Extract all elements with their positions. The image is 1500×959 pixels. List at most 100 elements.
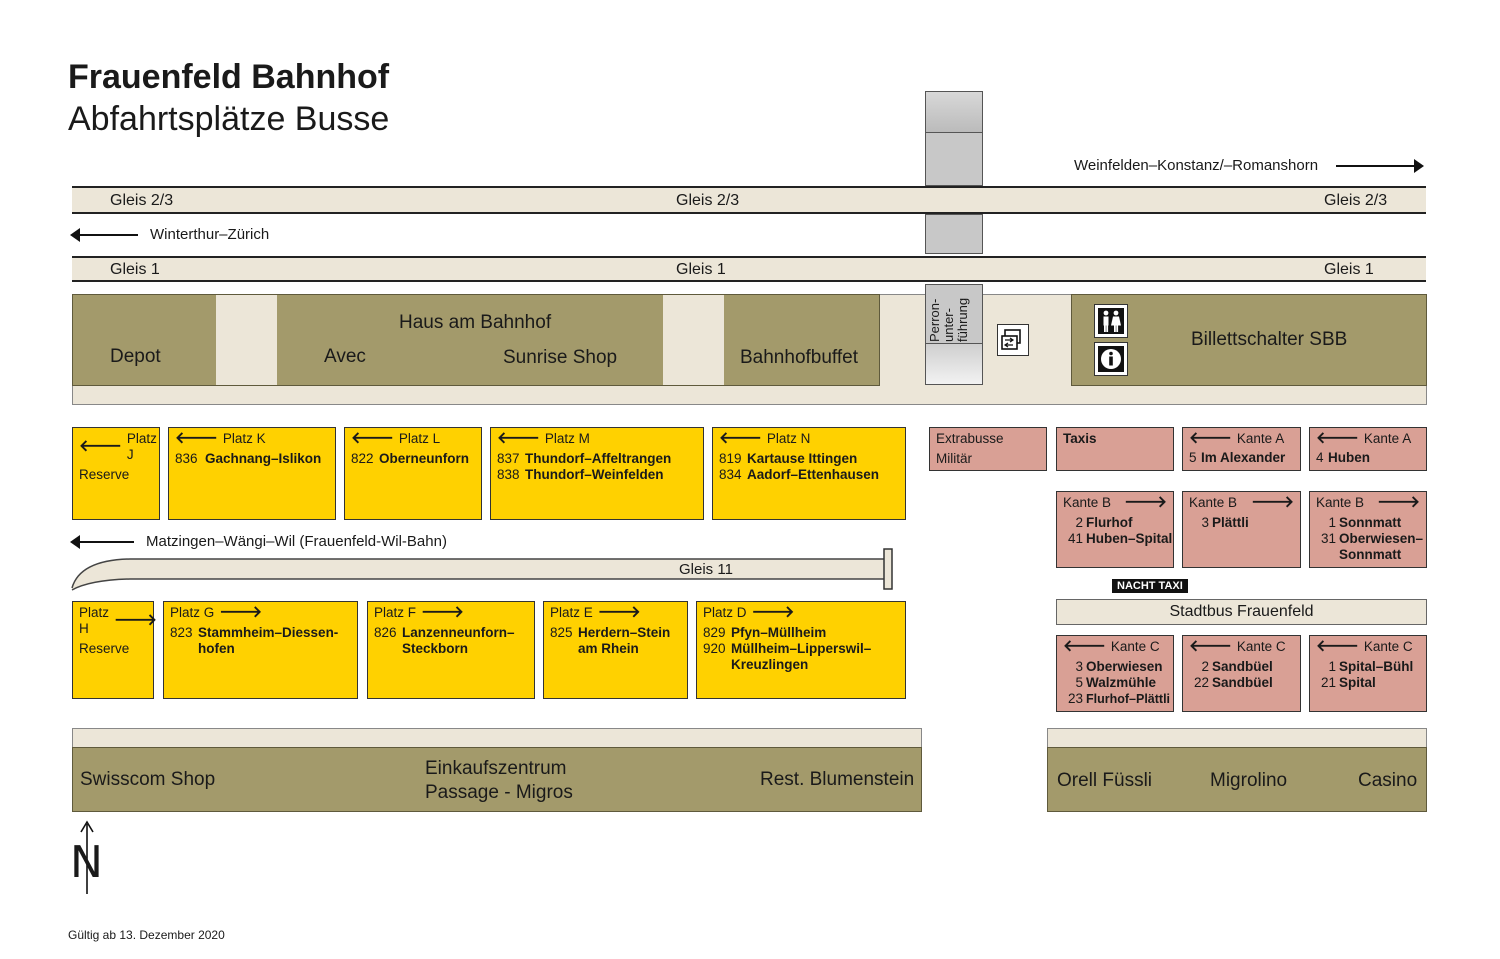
bay-destination: Gachnang–Islikon bbox=[205, 451, 322, 466]
direction-wil-label: Matzingen–Wängi–Wil (Frauenfeld-Wil-Bahn… bbox=[146, 533, 447, 550]
track-label: Gleis 1 bbox=[676, 261, 726, 278]
arrow-left-icon: 🡐 bbox=[1316, 638, 1359, 655]
bus-number: 5 bbox=[1075, 675, 1083, 690]
bus-number: 1 bbox=[1328, 659, 1336, 674]
shop-avec: Avec bbox=[324, 346, 366, 367]
ticket-machine-icon bbox=[997, 324, 1029, 356]
bay-destination: Aadorf–Ettenhausen bbox=[747, 467, 880, 482]
bay-destination: Sandbüel bbox=[1212, 675, 1273, 690]
arrow-left-icon: 🡐 bbox=[497, 430, 540, 447]
arrow-right-icon bbox=[1336, 158, 1425, 173]
bay-platz-j: 🡐Platz J Reserve bbox=[72, 427, 160, 520]
direction-east-label: Weinfelden–Konstanz/–Romanshorn bbox=[1074, 157, 1319, 174]
bay-destination: Militär bbox=[936, 451, 972, 466]
building-east-shops bbox=[1047, 747, 1427, 812]
bay-title: Platz J bbox=[126, 431, 157, 462]
bay-destination: Lanzenneunforn– bbox=[402, 625, 515, 640]
arrow-left-icon: 🡐 bbox=[79, 438, 122, 455]
bay-destination: am Rhein bbox=[578, 641, 639, 656]
track-gleis-11 bbox=[71, 548, 893, 591]
info-icon bbox=[1094, 342, 1128, 376]
bay-destination: Müllheim–Lipperswil– bbox=[731, 641, 872, 656]
bay-destination: Steckborn bbox=[402, 641, 469, 656]
bay-title: Kante C bbox=[1236, 639, 1286, 654]
bus-number: 838 bbox=[497, 467, 520, 482]
bay-title: Kante B bbox=[1189, 495, 1238, 510]
arrow-left-icon bbox=[70, 227, 138, 242]
bus-number: 834 bbox=[719, 467, 742, 482]
arrow-right-icon: 🡒 bbox=[1377, 494, 1420, 511]
bus-number: 920 bbox=[703, 641, 726, 656]
passage bbox=[663, 295, 724, 385]
bus-number bbox=[703, 657, 731, 673]
bay-title: Kante B bbox=[1316, 495, 1365, 510]
shop-sunrise: Sunrise Shop bbox=[503, 347, 618, 368]
bus-number: 41 bbox=[1067, 531, 1083, 546]
bay-destination: Flurhof bbox=[1086, 515, 1133, 530]
bus-number: 31 bbox=[1320, 531, 1336, 546]
bay-title: Platz F bbox=[374, 605, 417, 620]
bus-number: 836 bbox=[175, 451, 198, 466]
bus-number: 837 bbox=[497, 451, 520, 466]
bay-taxis: Taxis bbox=[1056, 427, 1174, 471]
underpass-mid bbox=[925, 214, 983, 254]
bay-destination: Sonnmatt bbox=[1339, 547, 1402, 562]
track-gleis-2-3 bbox=[72, 186, 1426, 214]
track-label: Gleis 1 bbox=[110, 261, 160, 278]
bus-number: 825 bbox=[550, 625, 573, 640]
bus-number: 2 bbox=[1201, 659, 1209, 674]
underpass-top bbox=[925, 91, 983, 133]
arrow-left-icon: 🡐 bbox=[1189, 638, 1232, 655]
arrow-left-icon bbox=[70, 534, 134, 549]
arrow-left-icon: 🡐 bbox=[1063, 638, 1106, 655]
building-migros-label: Passage - Migros bbox=[425, 782, 573, 803]
bus-number bbox=[374, 641, 402, 657]
passage bbox=[216, 295, 277, 385]
bay-title: Kante A bbox=[1363, 431, 1412, 446]
walkway-south-east bbox=[1047, 728, 1427, 748]
north-label: N bbox=[70, 837, 103, 888]
track-label: Gleis 2/3 bbox=[1324, 192, 1388, 209]
arrow-left-icon: 🡐 bbox=[351, 430, 394, 447]
bus-number: 829 bbox=[703, 625, 726, 640]
bay-destination: Huben–Spital bbox=[1086, 531, 1173, 546]
building-billettschalter-label: Billettschalter SBB bbox=[1191, 329, 1348, 350]
shop-migrolino: Migrolino bbox=[1210, 770, 1288, 791]
bay-destination: Flurhof–Plättli bbox=[1086, 692, 1171, 706]
bay-destination: Spital bbox=[1339, 675, 1376, 690]
direction-west: Winterthur–Zürich bbox=[70, 226, 269, 243]
bus-number bbox=[170, 641, 198, 657]
validity-note: Gültig ab 13. Dezember 2020 bbox=[68, 928, 225, 942]
arrow-right-icon: 🡒 bbox=[114, 612, 157, 629]
direction-wil: Matzingen–Wängi–Wil (Frauenfeld-Wil-Bahn… bbox=[70, 533, 447, 550]
bay-title: Platz E bbox=[550, 605, 593, 620]
arrow-right-icon: 🡒 bbox=[597, 604, 641, 621]
bus-number bbox=[1316, 547, 1339, 563]
track-label: Gleis 2/3 bbox=[676, 192, 740, 209]
bay-destination: Pfyn–Müllheim bbox=[731, 625, 827, 640]
arrow-right-icon: 🡒 bbox=[219, 604, 263, 621]
track-label: Gleis 2/3 bbox=[110, 192, 174, 209]
bay-destination: Walzmühle bbox=[1086, 675, 1157, 690]
track-label: Gleis 11 bbox=[679, 561, 733, 578]
bay-destination: Sandbüel bbox=[1212, 659, 1273, 674]
bay-destination: Oberneunforn bbox=[379, 451, 469, 466]
arrow-left-icon: 🡐 bbox=[1316, 430, 1359, 447]
bay-title: Kante A bbox=[1236, 431, 1285, 446]
arrow-left-icon: 🡐 bbox=[175, 430, 218, 447]
arrow-left-icon: 🡐 bbox=[719, 430, 762, 447]
bay-extrabusse: Extrabusse Militär bbox=[929, 427, 1047, 471]
bus-number: 3 bbox=[1201, 515, 1209, 530]
arrow-right-icon: 🡒 bbox=[421, 604, 464, 621]
restaurant-blumenstein: Rest. Blumenstein bbox=[760, 769, 915, 790]
bus-number: 1 bbox=[1328, 515, 1336, 530]
